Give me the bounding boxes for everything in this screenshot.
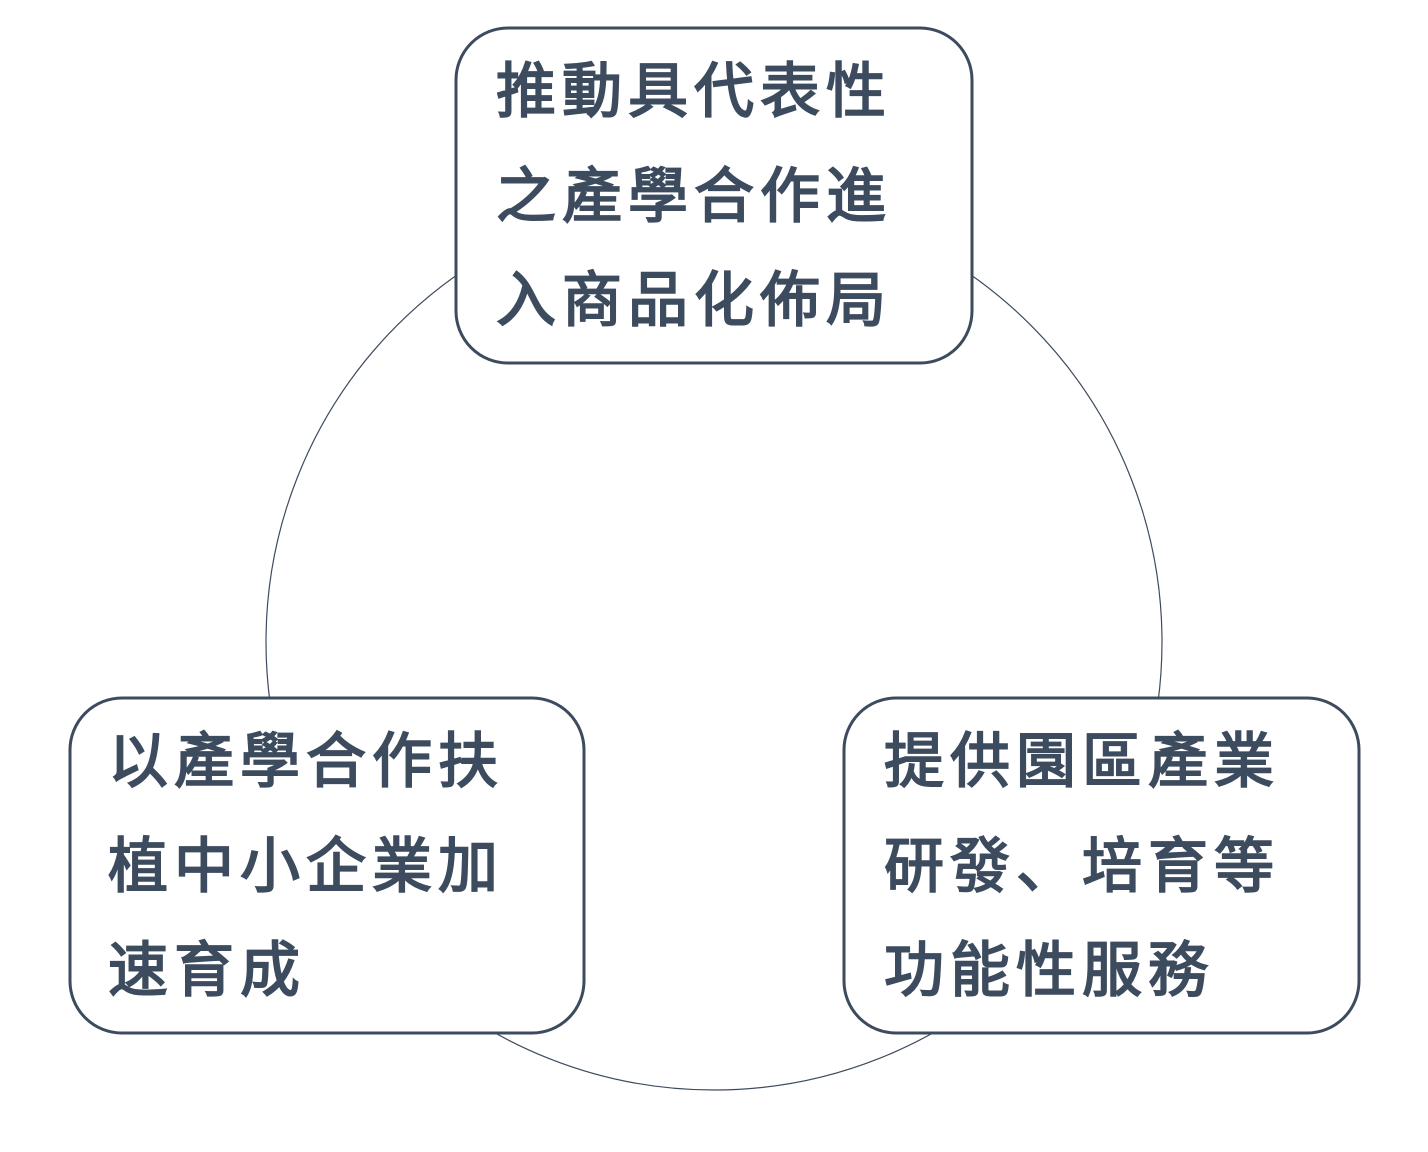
node-bottom-left-box [68, 696, 586, 1035]
node-top-line-3: 入商品化佈局 [496, 266, 892, 336]
node-top-line-1: 推動具代表性 [496, 57, 892, 127]
node-bottom-left-line-1: 以產學合作扶 [108, 727, 504, 797]
node-bottom-right-line-2: 研發、培育等 [884, 832, 1280, 902]
node-bottom-right-line-1: 提供園區產業 [884, 727, 1280, 797]
node-bottom-right-box [842, 696, 1361, 1035]
node-bottom-right: 提供園區產業 研發、培育等 功能性服務 [842, 696, 1361, 1035]
node-top-line-2: 之產學合作進 [496, 162, 892, 232]
node-top: 推動具代表性 之產學合作進 入商品化佈局 [454, 26, 974, 365]
node-bottom-right-line-3: 功能性服務 [884, 936, 1214, 1006]
node-top-box [454, 26, 974, 365]
node-bottom-left-line-3: 速育成 [108, 936, 306, 1006]
node-bottom-left-line-2: 植中小企業加 [108, 832, 504, 902]
node-bottom-left: 以產學合作扶 植中小企業加 速育成 [68, 696, 586, 1035]
